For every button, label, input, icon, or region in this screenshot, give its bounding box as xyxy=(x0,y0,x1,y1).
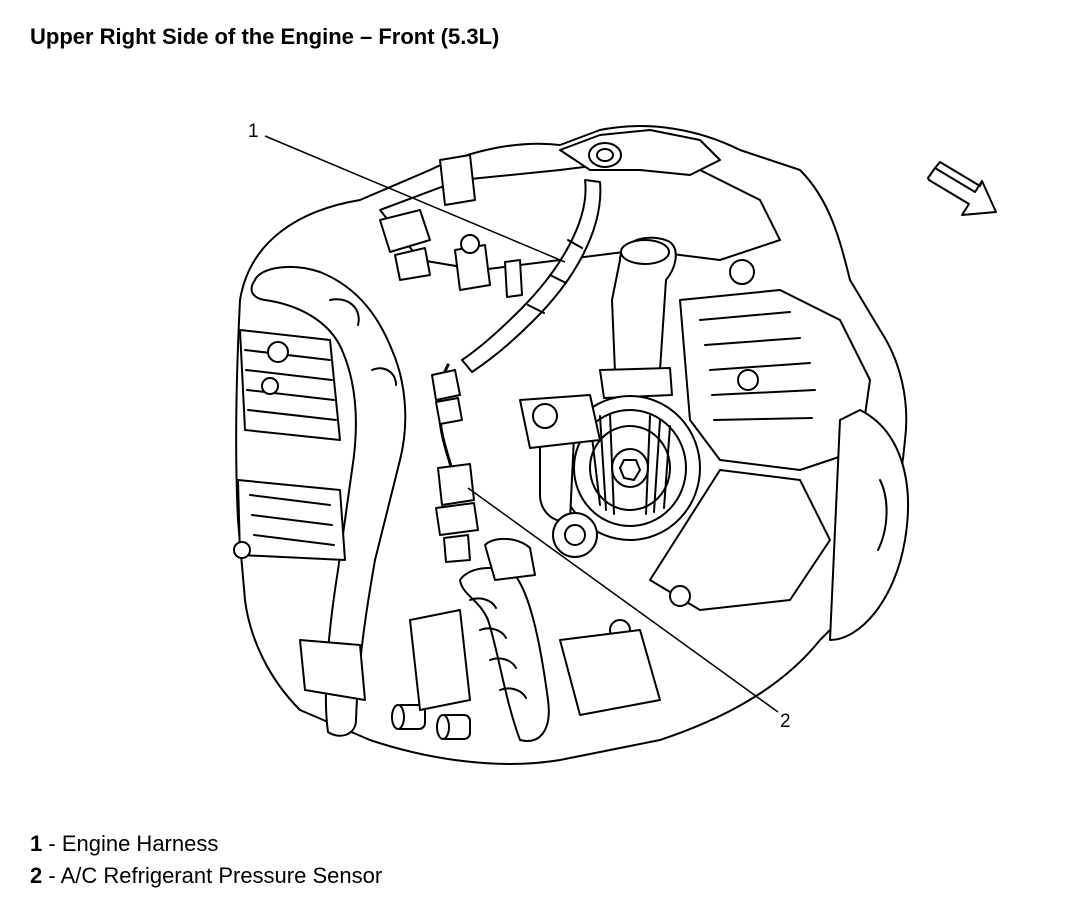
callout-2: 2 xyxy=(780,711,791,732)
heater-hose-left xyxy=(250,265,407,737)
leader-line-1 xyxy=(264,135,566,263)
callout-1: 1 xyxy=(248,121,259,142)
legend-number: 1 xyxy=(30,831,43,856)
legend: 1 - Engine Harness 2 - A/C Refrigerant P… xyxy=(30,828,382,892)
legend-label: A/C Refrigerant Pressure Sensor xyxy=(60,863,383,888)
legend-item: 1 - Engine Harness xyxy=(30,828,382,860)
front-arrow-icon xyxy=(927,161,997,216)
legend-number: 2 xyxy=(30,863,43,888)
sensor-connector xyxy=(379,209,431,253)
legend-label: Engine Harness xyxy=(61,831,219,856)
leader-line-2 xyxy=(467,487,779,713)
legend-separator: - xyxy=(42,863,61,888)
legend-separator: - xyxy=(42,831,62,856)
ac-pressure-sensor xyxy=(437,463,475,506)
legend-item: 2 - A/C Refrigerant Pressure Sensor xyxy=(30,860,382,892)
bellhousing xyxy=(829,409,909,641)
diagram-title: Upper Right Side of the Engine – Front (… xyxy=(30,24,500,49)
engine-illustration: 1 2 xyxy=(233,121,997,765)
